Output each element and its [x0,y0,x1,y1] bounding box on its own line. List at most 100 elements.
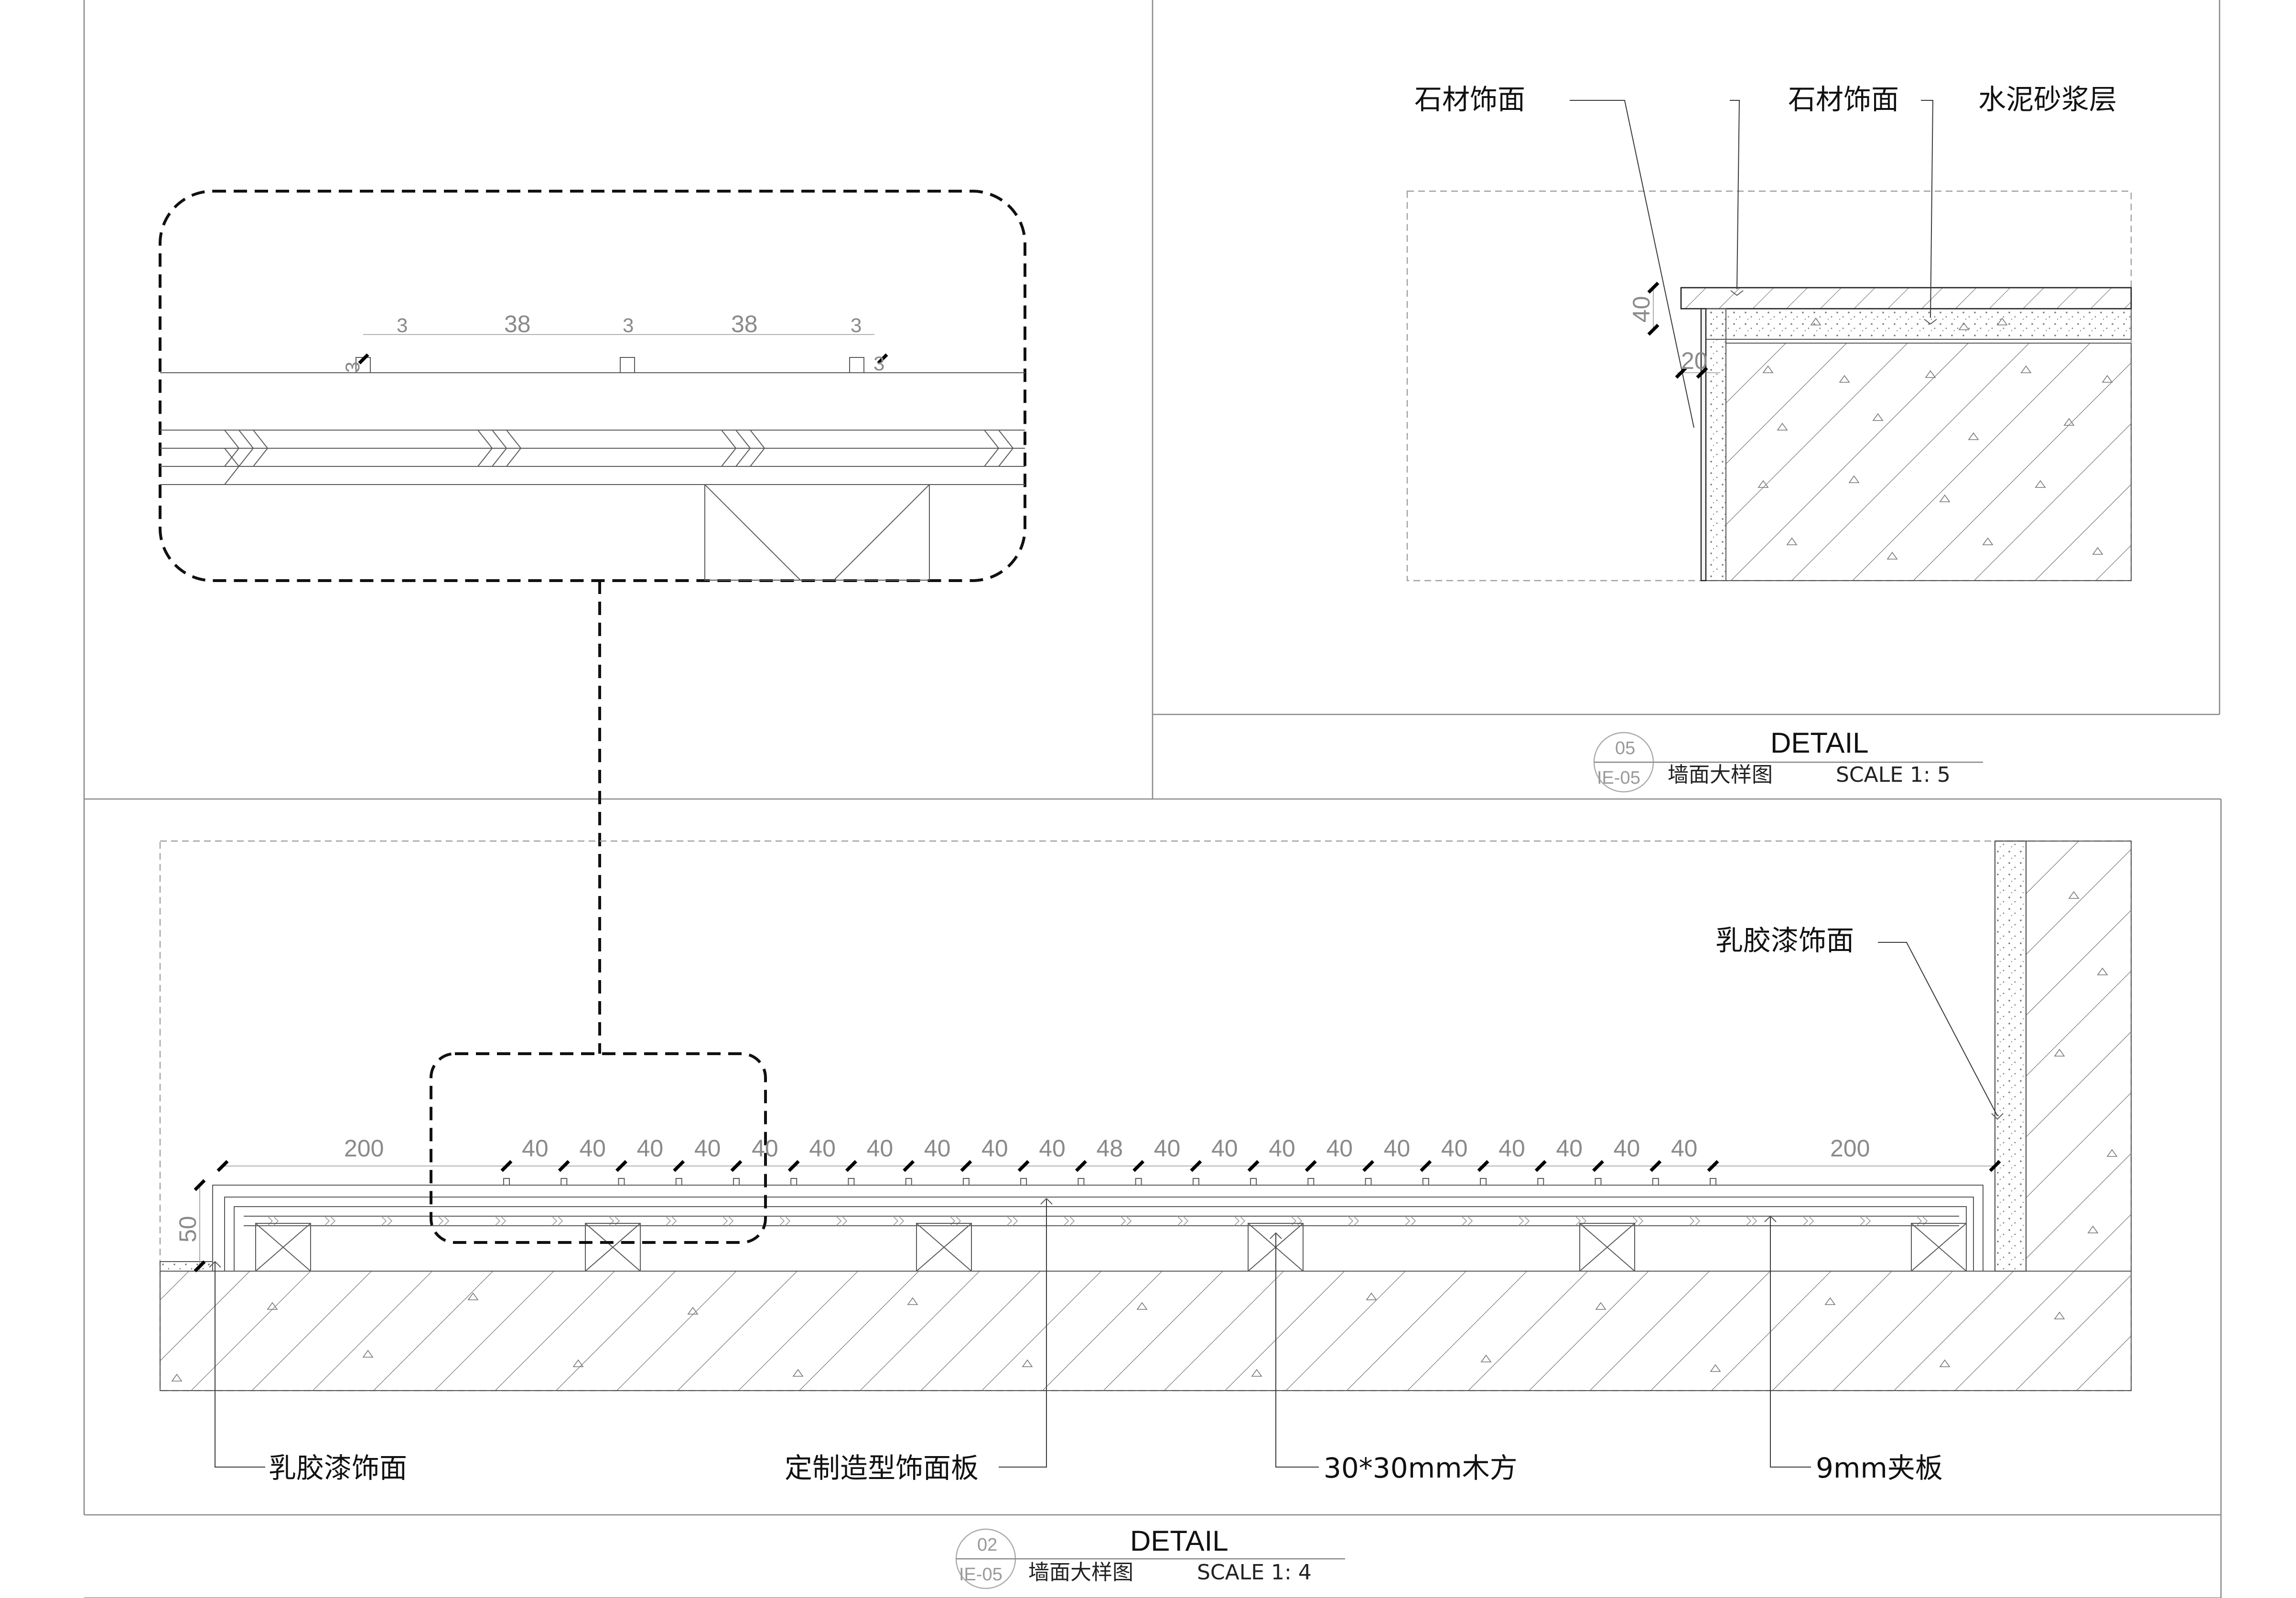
dim-segment: 40 [867,1135,894,1162]
dim-segment: 40 [1441,1135,1468,1162]
bubble-reference: IE-05 [1597,768,1640,788]
panel-groove [618,1178,625,1185]
panel-layers [212,1185,1983,1271]
dim-segment: 40 [1556,1135,1583,1162]
dim-last: 200 [1830,1135,1870,1162]
grain-mark [1461,1216,1473,1226]
dim-segment: 40 [637,1135,664,1162]
dimension-ticks [216,1160,2001,1172]
panel-grooves [503,1178,1716,1185]
dim-segment: 40 [1269,1135,1295,1162]
zoom-grain-marks [224,430,1014,485]
leader-mortar [1921,100,1934,318]
dim-segment: 40 [522,1135,549,1162]
mortar-layer-top [1703,308,2132,340]
dim-segment: 48 [1097,1135,1123,1162]
dimension-tick [1534,1160,1547,1172]
stone-side [1700,308,1707,582]
panel-groove [1250,1178,1257,1185]
grain-mark [665,1216,677,1226]
label-wood-batten: 30*30mm木方 [1324,1452,1518,1484]
detail-subtitle: 墙面大样图 [1668,763,1773,787]
mortar-layer-side [1703,308,1726,581]
dimension-tick [1649,1160,1662,1172]
grain-mark [779,1216,791,1226]
label-latex-right: 乳胶漆饰面 [1715,924,1854,957]
panel-groove [733,1178,740,1185]
dim-20: 20 [1681,347,1708,374]
dim-segment: 40 [752,1135,778,1162]
label-latex-left: 乳胶漆饰面 [269,1452,407,1484]
grain-mark [1177,1216,1189,1226]
zoom-dim-5: 3 [851,314,862,336]
panel-groove [962,1178,970,1185]
dimension-tick [1592,1160,1604,1172]
detail-subtitle: 墙面大样图 [1028,1560,1133,1585]
grain-mark [1689,1216,1701,1226]
dim-segment: 40 [1384,1135,1411,1162]
dimension-tick [903,1160,915,1172]
leader-stone-right [1730,100,1740,290]
grain-mark [1746,1216,1757,1226]
dim-segment: 40 [694,1135,721,1162]
concrete-wall [1725,343,2132,581]
grain-mark [1518,1216,1530,1226]
grain-mark [893,1216,905,1226]
dim-segment: 40 [579,1135,606,1162]
zoom-dim-6: 3 [341,362,364,373]
panel-groove [905,1178,912,1185]
dimension-tick [730,1160,743,1172]
dim-segment: 40 [924,1135,951,1162]
dimension-tick [615,1160,627,1172]
dim-segment: 40 [1211,1135,1238,1162]
dimension-tick [1132,1160,1145,1172]
grain-mark [1404,1216,1416,1226]
right-wall [2026,841,2132,1272]
zoom-dim-7: 3 [873,352,884,375]
leader-custom-panel [999,1198,1047,1468]
dimension-tick [1304,1160,1317,1172]
grain-mark [495,1216,507,1226]
grain-mark [836,1216,848,1226]
label-plywood: 9mm夹板 [1816,1452,1943,1484]
label-stone-right: 石材饰面 [1788,83,1899,116]
grain-mark [438,1216,450,1226]
panel-groove [503,1178,510,1185]
stone-corner-detail: 40 20 石材饰面 石材饰面 水泥砂浆层 05 IE-05 DETAIL 墙面… [1406,83,2132,793]
leader-stone-left [1570,100,1694,428]
dimension-tick [673,1160,685,1172]
grain-mark [1575,1216,1587,1226]
zoom-dim-2: 38 [504,311,531,337]
grain-mark [1063,1216,1075,1226]
panel-groove [561,1178,568,1185]
title-block-top: 05 IE-05 DETAIL 墙面大样图 SCALE 1: 5 [1593,727,1983,793]
detail-heading: DETAIL [1130,1525,1229,1557]
dim-segment: 40 [1671,1135,1698,1162]
panel-groove [1020,1178,1027,1185]
grain-mark [381,1216,393,1226]
aggregate-marks [1757,317,2113,560]
leader-latex-right [1878,942,1998,1116]
grain-mark [1859,1216,1871,1226]
panel-groove [1652,1178,1659,1185]
grain-mark [267,1216,279,1226]
zoom-callout: 3 38 3 38 3 3 3 [159,190,1026,1054]
dimension-tick [1247,1160,1260,1172]
dim-segment: 40 [1039,1135,1066,1162]
dimension-tick [1707,1160,1719,1172]
dimension-tick [500,1160,513,1172]
dim-segment: 40 [1326,1135,1353,1162]
panel-groove [790,1178,798,1185]
dimension-tick [960,1160,972,1172]
panel-groove [1422,1178,1429,1185]
dim-segment: 40 [1614,1135,1640,1162]
grain-mark [1234,1216,1246,1226]
dimension-tick [1075,1160,1087,1172]
panel-groove [1135,1178,1142,1185]
wood-battens [255,1223,1967,1272]
title-block-bottom: 02 IE-05 DETAIL 墙面大样图 SCALE 1: 4 [955,1525,1345,1589]
label-mortar: 水泥砂浆层 [1978,83,2117,116]
stone-top [1680,287,2132,310]
grain-mark [324,1216,336,1226]
